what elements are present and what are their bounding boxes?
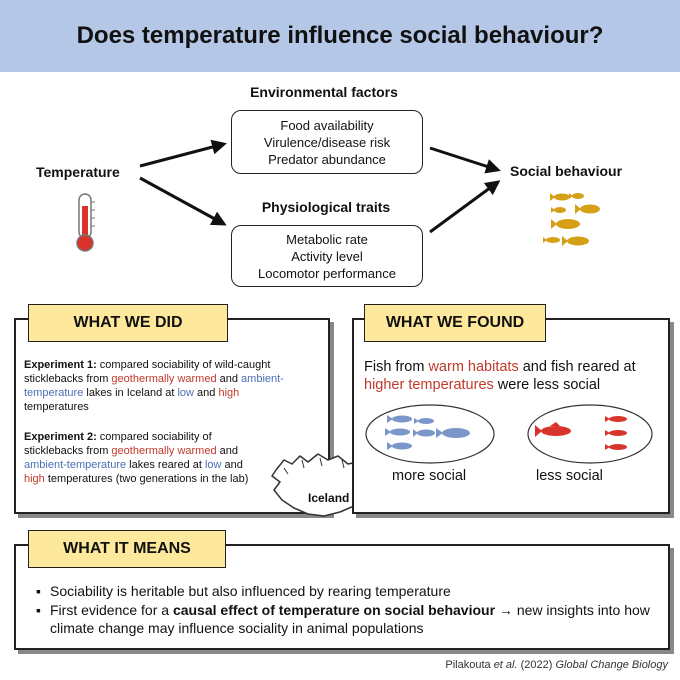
exp2-geothermal: geothermally warmed: [111, 445, 217, 457]
env-factors-title: Environmental factors: [250, 84, 398, 100]
env-factors-box: Food availability Virulence/disease risk…: [231, 110, 423, 174]
list-item: Sociability is heritable but also influe…: [36, 582, 662, 600]
found-text: Fish from: [364, 359, 429, 375]
found-warm-habitats: warm habitats: [428, 359, 519, 375]
found-text: were less social: [493, 377, 601, 393]
arrow-env-to-social: [429, 146, 501, 174]
arrow-temp-to-phys: [139, 176, 227, 226]
social-behaviour-label: Social behaviour: [510, 163, 623, 179]
exp1-high: high: [218, 387, 240, 399]
citation-journal: Global Change Biology: [555, 659, 668, 671]
exp1-text: and: [194, 387, 219, 399]
phys-traits-box: Metabolic rate Activity level Locomotor …: [231, 225, 423, 287]
bullet-2-emphasis: causal effect of temperature on social b…: [172, 602, 496, 618]
causal-diagram: Temperature Social behaviour Environment…: [0, 72, 680, 300]
arrow-temp-to-env: [139, 139, 227, 168]
findings-list: Sociability is heritable but also influe…: [34, 582, 662, 638]
thermometer-icon: [76, 193, 95, 252]
more-social-label: more social: [392, 468, 467, 484]
exp1-text: temperatures: [24, 401, 89, 413]
exp1-geothermal: geothermally warmed: [111, 373, 217, 385]
exp2-ambient: ambient-temperature: [24, 459, 127, 471]
bullet-2-text: → new insights into how climate change m…: [50, 602, 650, 636]
more-social-fish-icon: [385, 415, 470, 450]
env-item: Virulence/disease risk: [263, 134, 391, 150]
arrow-phys-to-social: [429, 180, 501, 234]
experiment-2-label: Experiment 2:: [24, 431, 97, 443]
less-social-label: less social: [536, 468, 603, 484]
iceland-label: Iceland: [308, 491, 350, 505]
exp2-text: and: [216, 445, 238, 457]
exp2-text: lakes reared at: [126, 459, 205, 471]
found-text: and fish reared at: [518, 359, 636, 375]
exp2-text: and: [221, 459, 243, 471]
exp2-low: low: [204, 459, 222, 471]
bullet-2-text: First evidence for a: [50, 602, 173, 618]
env-item: Food availability: [280, 117, 374, 133]
page-title: Does temperature influence social behavi…: [76, 22, 604, 49]
what-we-found-tag: WHAT WE FOUND: [364, 304, 546, 342]
env-item: Predator abundance: [268, 151, 386, 167]
fish-school-icon: [543, 193, 600, 246]
experiment-2-text: Experiment 2: compared sociability of st…: [24, 430, 266, 486]
bullet-1-text: Sociability is heritable but also influe…: [50, 583, 451, 599]
experiment-1-text: Experiment 1: compared sociability of wi…: [24, 358, 306, 414]
found-summary-text: Fish from warm habitats and fish reared …: [364, 358, 660, 394]
experiment-1-label: Experiment 1:: [24, 359, 97, 371]
exp2-text: temperatures (two generations in the lab…: [44, 473, 249, 485]
phys-item: Activity level: [291, 248, 363, 264]
citation: Pilakouta et al. (2022) Global Change Bi…: [445, 659, 668, 671]
exp1-ambient: ambient-temperature: [24, 373, 284, 399]
fish-comparison-graphic: [365, 404, 653, 464]
citation-year: (2022): [517, 659, 556, 671]
what-we-did-tag: WHAT WE DID: [28, 304, 228, 342]
what-we-found-panel: Fish from warm habitats and fish reared …: [352, 318, 670, 514]
phys-item: Locomotor performance: [257, 265, 396, 281]
what-we-did-panel: Experiment 1: compared sociability of wi…: [14, 318, 330, 514]
what-it-means-tag: WHAT IT MEANS: [28, 530, 226, 568]
list-item: First evidence for a causal effect of te…: [36, 601, 662, 637]
citation-authors: Pilakouta: [445, 659, 494, 671]
less-social-fish-icon: [535, 416, 627, 450]
exp1-text: and: [216, 373, 242, 385]
exp2-text: compared sociability of sticklebacks fro…: [24, 431, 212, 457]
diagram-arrows: [76, 139, 600, 252]
title-banner: Does temperature influence social behavi…: [0, 0, 680, 72]
temperature-label: Temperature: [36, 164, 120, 180]
exp1-low: low: [177, 387, 194, 399]
exp2-high: high: [24, 473, 45, 485]
exp1-text: compared sociability of wild-caught stic…: [24, 359, 271, 385]
citation-etal: et al.: [493, 659, 518, 671]
exp1-text: lakes in Iceland at: [83, 387, 178, 399]
found-higher-temperatures: higher temperatures: [364, 377, 494, 393]
phys-item: Metabolic rate: [286, 231, 368, 247]
phys-traits-title: Physiological traits: [261, 199, 391, 215]
